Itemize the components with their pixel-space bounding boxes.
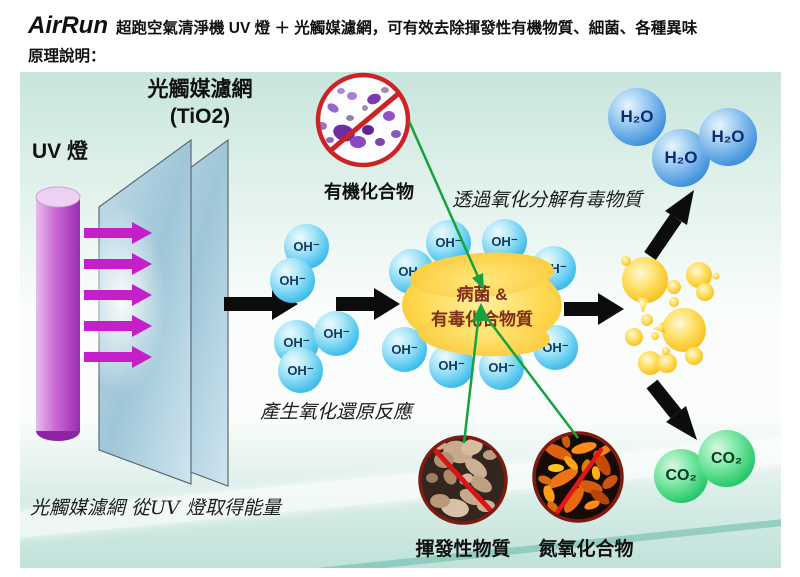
h2o-label: H₂O [711,127,745,146]
filter-label: 光觸媒濾網 (TiO2) [120,76,280,130]
organic-compounds-label: 有機化合物 [324,182,414,202]
uv-lamp [35,186,81,441]
germ-blob-line2: 有毒化合物質 [431,310,533,329]
page-title: AirRun 超跑空氣清淨機 UV 燈 ＋ 光觸媒濾網，可有效去除揮發性有機物質、… [28,12,788,40]
oh-label: OH⁻ [287,362,314,378]
oh-radical-bubble: OH⁻ [270,258,315,303]
title-text: 超跑空氣清淨機 UV 燈 ＋ 光觸媒濾網，可有效去除揮發性有機物質、細菌、各種異… [116,20,698,37]
h2o-molecule: H₂O [699,108,757,166]
h2o-label: H₂O [664,148,698,167]
filter-label-line2: (TiO2) [169,105,231,128]
flow-arrow-3 [564,293,624,325]
oh-label: OH⁻ [323,325,350,341]
energy-note: 光觸媒濾網 從UV 燈取得能量 [30,497,281,519]
oh-label: OH⁻ [435,234,462,250]
oh-label: OH⁻ [491,233,518,249]
volatile-substances-label: 揮發性物質 [415,539,511,560]
brand-name: AirRun [28,12,108,39]
decomposed-bubble-cluster [621,256,720,375]
filter-label-line1: 光觸媒濾網 [147,78,253,101]
oh-radical-bubble: OH⁻ [314,311,359,356]
redox-note: 產生氧化還原反應 [259,401,412,423]
volatile-substances-circle [418,435,508,525]
oh-radical-bubble: OH⁻ [278,348,323,393]
organic-compounds-circle [315,72,411,168]
nitrogen-oxides-label: 氮氧化合物 [538,539,634,560]
germ-blob-line1: 病菌 & [456,285,508,304]
uv-rays [84,222,152,368]
oh-label: OH⁻ [391,341,418,357]
flow-arrows [224,190,697,440]
h2o-label: H₂O [620,107,654,126]
oh-label: OH⁻ [279,272,306,288]
uv-lamp-label: UV 燈 [32,140,89,163]
oh-label: OH⁻ [293,238,320,254]
co2-label: CO₂ [665,467,697,484]
h2o-molecule: H₂O [608,88,666,146]
oxidation-note: 透過氧化分解有毒物質 [452,189,643,211]
filter-panels [78,138,229,487]
germ-blob-label: 病菌 & 有毒化合物質 [402,282,562,332]
co2-label: CO₂ [710,449,743,467]
flow-arrow-up [644,190,694,260]
oh-label: OH⁻ [283,334,310,350]
subtitle: 原理說明： [28,48,106,65]
flow-arrow-down [646,379,697,440]
nitrogen-oxides-circle [532,431,624,523]
oh-label: OH⁻ [488,359,515,375]
flow-arrow-2 [336,288,400,320]
co2-molecule: CO₂ [698,430,755,487]
oh-label: OH⁻ [438,357,465,373]
